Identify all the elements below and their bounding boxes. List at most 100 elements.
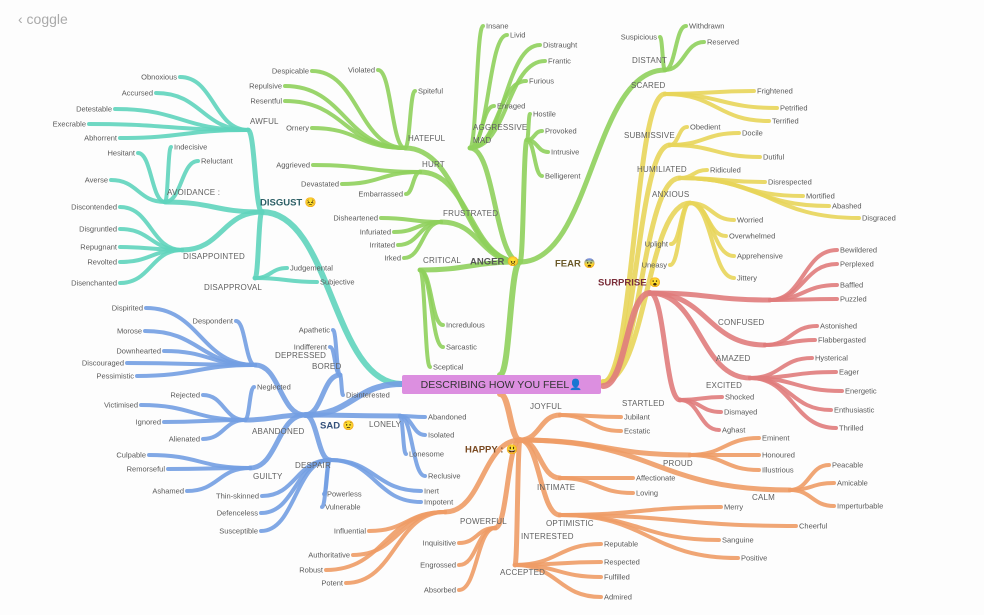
back-to-coggle-link[interactable]: ‹ coggle bbox=[18, 11, 68, 27]
node-energetic[interactable]: Energetic bbox=[845, 386, 877, 396]
node-thin-skinned[interactable]: Thin-skinned bbox=[216, 491, 259, 501]
node-flabbergasted[interactable]: Flabbergasted bbox=[818, 335, 866, 345]
node-dispirited[interactable]: Dispirited bbox=[111, 303, 143, 313]
node-aggrieved[interactable]: Aggrieved bbox=[276, 160, 310, 170]
node-disgruntled[interactable]: Disgruntled bbox=[79, 224, 117, 234]
node-powerless[interactable]: Powerless bbox=[327, 489, 362, 499]
node-authoritative[interactable]: Authoritative bbox=[308, 550, 350, 560]
node-inquisitive[interactable]: Inquisitive bbox=[422, 538, 456, 548]
node-neglected[interactable]: Neglected bbox=[257, 382, 291, 392]
node-positive[interactable]: Positive bbox=[741, 553, 768, 563]
group-node-abandoned[interactable]: ABANDONED bbox=[252, 427, 305, 436]
central-node[interactable]: DESCRIBING HOW YOU FEEL 👤 bbox=[402, 375, 601, 394]
node-robust[interactable]: Robust bbox=[299, 565, 323, 575]
branch-node-anger[interactable]: ANGER 😠 bbox=[470, 256, 519, 268]
node-peacable[interactable]: Peacable bbox=[832, 460, 864, 470]
node-dismayed[interactable]: Dismayed bbox=[724, 407, 758, 417]
node-suspicious[interactable]: Suspicious bbox=[620, 32, 657, 42]
group-node-powerful[interactable]: POWERFUL bbox=[460, 517, 507, 526]
node-disinterested[interactable]: Disinterested bbox=[346, 390, 390, 400]
group-node-accepted[interactable]: ACCEPTED bbox=[500, 568, 546, 577]
node-ignored[interactable]: Ignored bbox=[135, 417, 161, 427]
node-potent[interactable]: Potent bbox=[321, 578, 343, 588]
node-disgraced[interactable]: Disgraced bbox=[862, 213, 896, 223]
group-node-confused[interactable]: CONFUSED bbox=[718, 318, 765, 327]
group-node-bored[interactable]: BORED bbox=[312, 362, 342, 371]
node-perplexed[interactable]: Perplexed bbox=[840, 259, 874, 269]
node-ridiculed[interactable]: Ridiculed bbox=[710, 165, 741, 175]
node-incredulous[interactable]: Incredulous bbox=[446, 320, 485, 330]
node-dutiful[interactable]: Dutiful bbox=[763, 152, 785, 162]
node-isolated[interactable]: Isolated bbox=[428, 430, 455, 440]
node-astonished[interactable]: Astonished bbox=[820, 321, 858, 331]
node-despondent[interactable]: Despondent bbox=[192, 316, 233, 326]
node-indifferent[interactable]: Indifferent bbox=[293, 342, 327, 352]
node-hostile[interactable]: Hostile bbox=[533, 109, 556, 119]
branch-node-surprise[interactable]: SURPRISE 😮 bbox=[598, 277, 662, 289]
group-node-mad[interactable]: MAD bbox=[473, 136, 492, 145]
group-node-depressed[interactable]: DEPRESSED bbox=[275, 351, 327, 360]
node-obedient[interactable]: Obedient bbox=[690, 122, 721, 132]
node-indecisive[interactable]: Indecisive bbox=[174, 142, 208, 152]
node-influential[interactable]: Influential bbox=[333, 526, 366, 536]
node-rejected[interactable]: Rejected bbox=[170, 390, 200, 400]
node-sanguine[interactable]: Sanguine bbox=[722, 535, 754, 545]
branch-node-fear[interactable]: FEAR 😨 bbox=[555, 258, 596, 270]
node-affectionate[interactable]: Affectionate bbox=[636, 473, 676, 483]
group-node-hurt[interactable]: HURT bbox=[422, 160, 445, 169]
node-mortified[interactable]: Mortified bbox=[806, 191, 835, 201]
node-irritated[interactable]: Irritated bbox=[369, 240, 395, 250]
group-node-avoidance[interactable]: AVOIDANCE : bbox=[167, 188, 221, 197]
node-repugnant[interactable]: Repugnant bbox=[80, 242, 117, 252]
node-apprehensive[interactable]: Apprehensive bbox=[737, 251, 783, 261]
node-enthusiastic[interactable]: Enthusiastic bbox=[834, 405, 875, 415]
node-devastated[interactable]: Devastated bbox=[301, 179, 339, 189]
node-impotent[interactable]: Impotent bbox=[424, 497, 454, 507]
node-ecstatic[interactable]: Ecstatic bbox=[624, 426, 651, 436]
node-resentful[interactable]: Resentful bbox=[250, 96, 282, 106]
node-baffled[interactable]: Baffled bbox=[840, 280, 864, 290]
node-overwhelmed[interactable]: Overwhelmed bbox=[729, 231, 776, 241]
group-node-excited[interactable]: EXCITED bbox=[706, 381, 743, 390]
group-node-joyful[interactable]: JOYFUL bbox=[530, 402, 562, 411]
node-eminent[interactable]: Eminent bbox=[762, 433, 790, 443]
group-node-awful[interactable]: AWFUL bbox=[250, 117, 279, 126]
node-reclusive[interactable]: Reclusive bbox=[428, 471, 461, 481]
node-aghast[interactable]: Aghast bbox=[722, 425, 746, 435]
node-judgemental[interactable]: Judgemental bbox=[290, 263, 333, 273]
node-bewildered[interactable]: Bewildered bbox=[840, 245, 878, 255]
node-disheartened[interactable]: Disheartened bbox=[333, 213, 378, 223]
node-intrusive[interactable]: Intrusive bbox=[551, 147, 580, 157]
group-node-guilty[interactable]: GUILTY bbox=[253, 472, 283, 481]
branch-node-happy[interactable]: HAPPY : 😃 bbox=[465, 444, 518, 456]
group-node-critical[interactable]: CRITICAL bbox=[423, 256, 462, 265]
node-respected[interactable]: Respected bbox=[604, 557, 640, 567]
group-node-scared[interactable]: SCARED bbox=[631, 81, 666, 90]
node-provoked[interactable]: Provoked bbox=[545, 126, 577, 136]
node-frightened[interactable]: Frightened bbox=[757, 86, 793, 96]
node-ornery[interactable]: Ornery bbox=[286, 123, 309, 133]
group-node-proud[interactable]: PROUD bbox=[663, 459, 693, 468]
node-cheerful[interactable]: Cheerful bbox=[799, 521, 828, 531]
group-node-disappointed[interactable]: DISAPPOINTED bbox=[183, 252, 245, 261]
node-furious[interactable]: Furious bbox=[529, 76, 555, 86]
node-abashed[interactable]: Abashed bbox=[832, 201, 862, 211]
node-reputable[interactable]: Reputable bbox=[604, 539, 639, 549]
node-jittery[interactable]: Jittery bbox=[737, 273, 758, 283]
node-insane[interactable]: Insane bbox=[486, 21, 509, 31]
group-node-interested[interactable]: INTERESTED bbox=[521, 532, 574, 541]
group-node-submissive[interactable]: SUBMISSIVE bbox=[624, 131, 675, 140]
branch-node-disgust[interactable]: DISGUST 😣 bbox=[260, 197, 317, 209]
node-pessimistic[interactable]: Pessimistic bbox=[96, 371, 134, 381]
node-petrified[interactable]: Petrified bbox=[780, 103, 808, 113]
node-amicable[interactable]: Amicable bbox=[837, 478, 868, 488]
node-worried[interactable]: Worried bbox=[737, 215, 764, 225]
group-node-despair[interactable]: DESPAIR bbox=[295, 461, 331, 470]
node-vulnerable[interactable]: Vulnerable bbox=[325, 502, 361, 512]
node-downhearted[interactable]: Downhearted bbox=[116, 346, 161, 356]
node-violated[interactable]: Violated bbox=[348, 65, 375, 75]
node-puzzled[interactable]: Puzzled bbox=[840, 294, 867, 304]
node-illustrious[interactable]: Illustrious bbox=[762, 465, 794, 475]
node-defenceless[interactable]: Defenceless bbox=[216, 508, 258, 518]
group-node-optimistic[interactable]: OPTIMISTIC bbox=[546, 519, 594, 528]
